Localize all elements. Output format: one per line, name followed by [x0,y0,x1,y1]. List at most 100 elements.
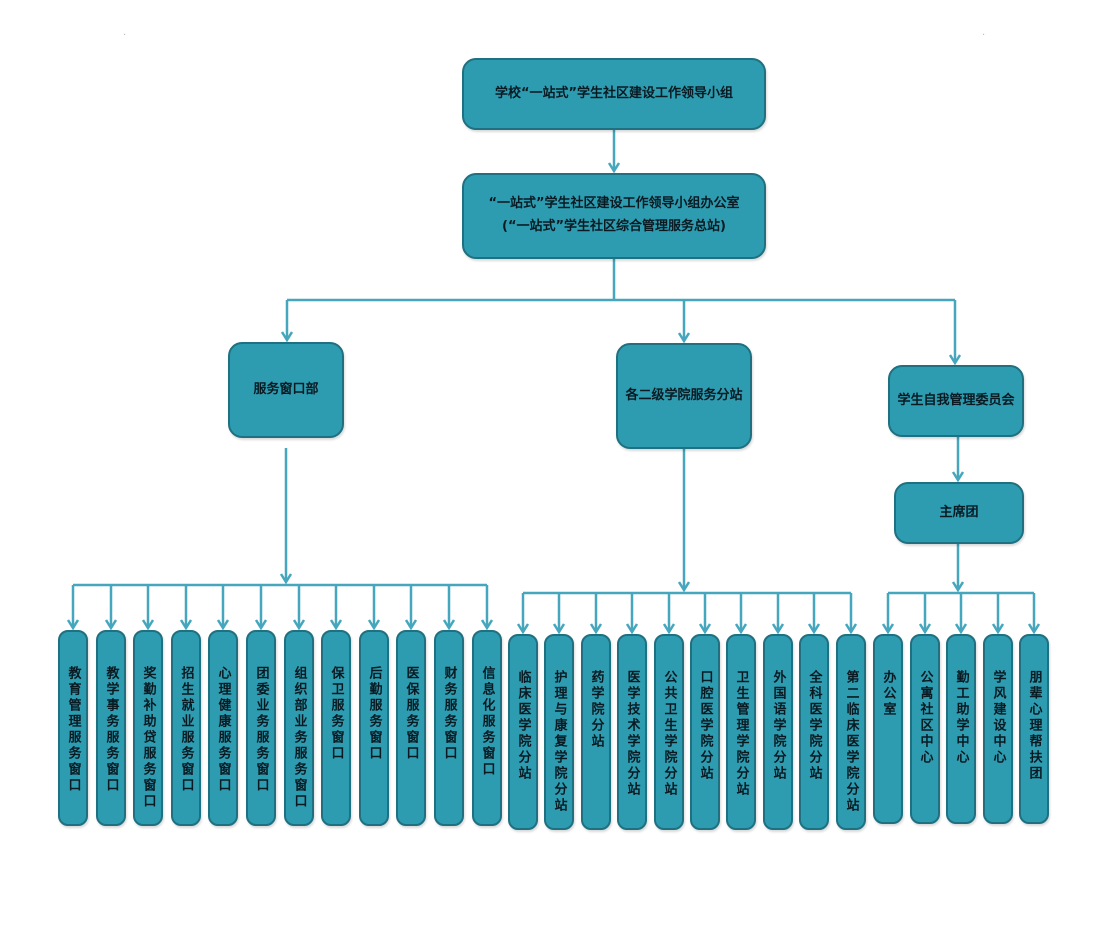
corner-mark: · [982,30,986,41]
service-window-box: 信息化服务窗口 [472,630,502,826]
arrow-head-icon [442,619,456,631]
arrow-head-icon [480,619,494,631]
college-stations-dept-box: 各二级学院服务分站 [616,343,752,449]
arrow-head-icon [279,573,293,585]
service-window-label: 组织部业务服务窗口 [291,666,307,810]
service-window-label: 教学事务服务窗口 [103,666,119,794]
arrow-head-icon [216,619,230,631]
service-window-box: 奖勤补助贷服务窗口 [133,630,163,826]
arrow-head-icon [625,623,639,635]
arrow-head-icon [552,623,566,635]
student-unit-label: 学风建设中心 [990,670,1006,766]
arrow-head-icon [844,623,858,635]
office-label: “一站式”学生社区建设工作领导小组办公室 (“一站式”学生社区综合管理服务总站) [488,196,740,234]
college-station-label: 口腔医学院分站 [697,670,713,782]
arrow-head-icon [1027,623,1041,635]
college-stations-dept-label: 各二级学院服务分站 [625,387,743,403]
service-window-label: 保卫服务窗口 [328,666,344,762]
office-box: “一站式”学生社区建设工作领导小组办公室 (“一站式”学生社区综合管理服务总站) [462,173,766,259]
arrow-head-icon [254,619,268,631]
arrow-head-icon [662,623,676,635]
college-station-label: 临床医学院分站 [515,670,531,782]
arrow-head-icon [66,619,80,631]
college-station-label: 外国语学院分站 [770,670,786,782]
college-station-label: 全科医学院分站 [806,670,822,782]
college-station-box: 第二临床医学院分站 [836,634,866,830]
college-station-box: 全科医学院分站 [799,634,829,830]
college-station-box: 口腔医学院分站 [690,634,720,830]
student-unit-label: 办公室 [880,670,896,718]
service-window-box: 教育管理服务窗口 [58,630,88,826]
college-station-box: 公共卫生学院分站 [654,634,684,830]
presidium-label: 主席团 [939,504,979,520]
corner-mark: · [123,30,127,41]
arrow-head-icon [141,619,155,631]
arrow-head-icon [280,331,294,343]
top-leading-group-label: 学校“一站式”学生社区建设工作领导小组 [494,85,734,101]
service-window-label: 教育管理服务窗口 [65,666,81,794]
student-unit-box: 勤工助学中心 [946,634,976,824]
student-unit-box: 办公室 [873,634,903,824]
student-committee-box: 学生自我管理委员会 [888,365,1024,437]
arrow-head-icon [329,619,343,631]
arrow-head-icon [179,619,193,631]
arrow-head-icon [881,623,895,635]
service-window-box: 招生就业服务窗口 [171,630,201,826]
top-leading-group-box: 学校“一站式”学生社区建设工作领导小组 [462,58,766,130]
arrow-head-icon [607,162,621,174]
arrow-head-icon [404,619,418,631]
college-station-label: 医学技术学院分站 [624,670,640,798]
service-window-box: 心理健康服务窗口 [208,630,238,826]
service-window-box: 教学事务服务窗口 [96,630,126,826]
service-window-dept-label: 服务窗口部 [253,381,319,397]
arrow-head-icon [951,581,965,593]
college-station-label: 卫生管理学院分站 [733,670,749,798]
service-window-label: 团委业务服务窗口 [253,666,269,794]
arrow-head-icon [367,619,381,631]
college-station-label: 护理与康复学院分站 [551,670,567,814]
college-station-label: 药学院分站 [588,670,604,750]
arrow-head-icon [516,623,530,635]
arrow-head-icon [948,354,962,366]
arrow-head-icon [918,623,932,635]
student-unit-label: 公寓社区中心 [917,670,933,766]
service-window-box: 后勤服务窗口 [359,630,389,826]
arrow-head-icon [954,623,968,635]
arrow-head-icon [807,623,821,635]
arrow-head-icon [677,581,691,593]
arrow-head-icon [771,623,785,635]
presidium-box: 主席团 [894,482,1024,544]
student-unit-label: 勤工助学中心 [953,670,969,766]
student-unit-label: 朋辈心理帮扶团 [1026,670,1042,782]
student-unit-box: 学风建设中心 [983,634,1013,824]
college-station-box: 护理与康复学院分站 [544,634,574,830]
college-station-label: 第二临床医学院分站 [843,670,859,814]
arrow-head-icon [951,471,965,483]
service-window-label: 后勤服务窗口 [366,666,382,762]
service-window-label: 心理健康服务窗口 [215,666,231,794]
service-window-box: 保卫服务窗口 [321,630,351,826]
service-window-label: 招生就业服务窗口 [178,666,194,794]
service-window-dept-box: 服务窗口部 [228,342,344,438]
arrow-head-icon [734,623,748,635]
arrow-head-icon [698,623,712,635]
arrow-head-icon [991,623,1005,635]
college-station-box: 药学院分站 [581,634,611,830]
service-window-box: 团委业务服务窗口 [246,630,276,826]
college-station-box: 卫生管理学院分站 [726,634,756,830]
arrow-head-icon [104,619,118,631]
service-window-label: 财务服务窗口 [441,666,457,762]
arrow-head-icon [589,623,603,635]
service-window-label: 信息化服务窗口 [479,666,495,778]
student-unit-box: 朋辈心理帮扶团 [1019,634,1049,824]
college-station-box: 临床医学院分站 [508,634,538,830]
college-station-box: 医学技术学院分站 [617,634,647,830]
student-committee-label: 学生自我管理委员会 [897,392,1015,408]
college-station-label: 公共卫生学院分站 [661,670,677,798]
service-window-label: 医保服务窗口 [403,666,419,762]
service-window-box: 组织部业务服务窗口 [284,630,314,826]
college-station-box: 外国语学院分站 [763,634,793,830]
service-window-label: 奖勤补助贷服务窗口 [140,666,156,810]
